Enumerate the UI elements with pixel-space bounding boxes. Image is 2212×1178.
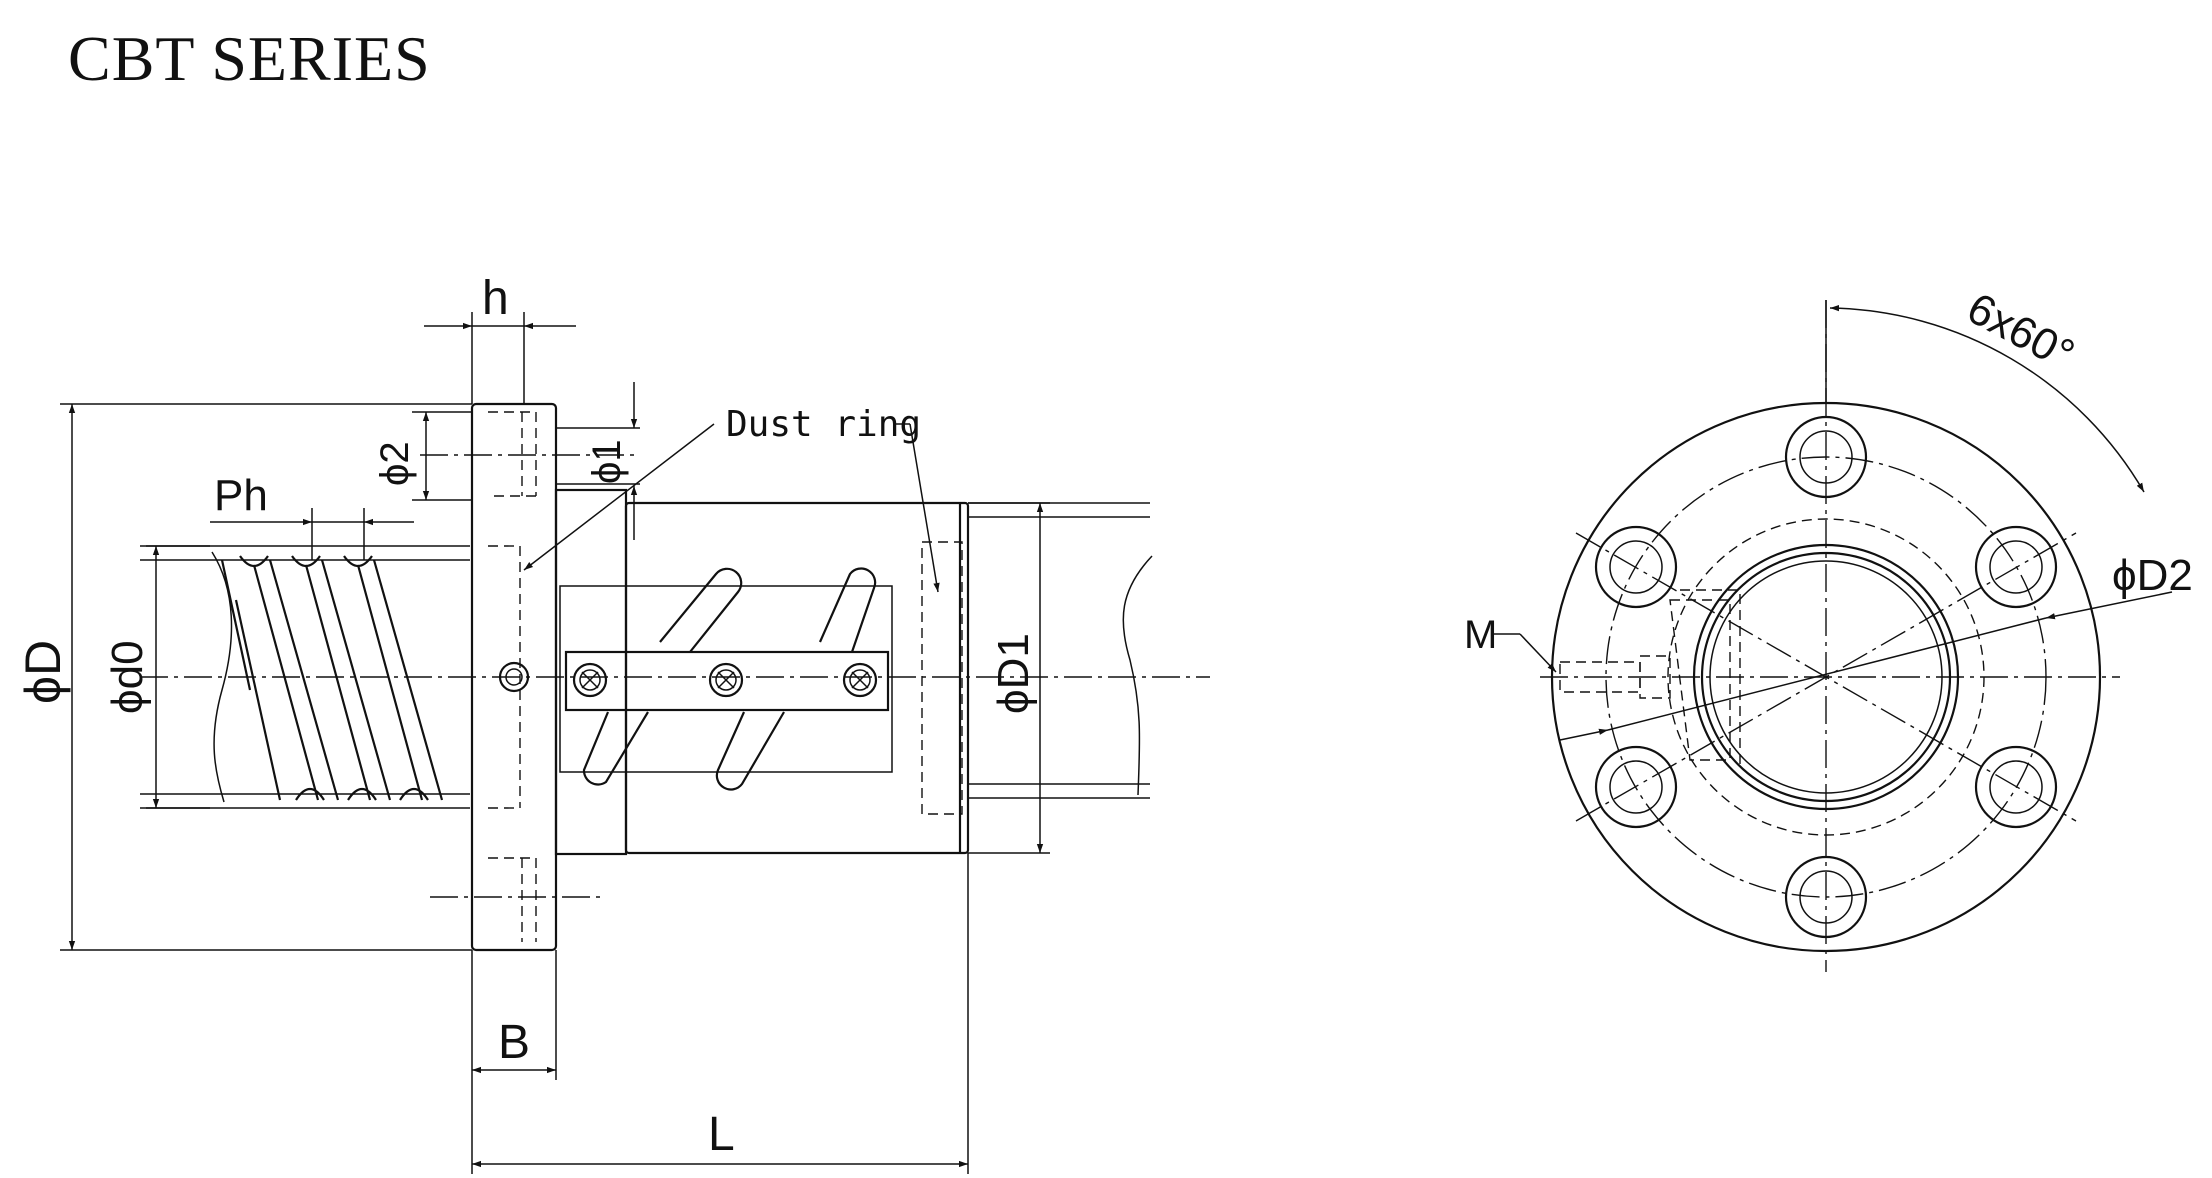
label-phi-D: ϕD bbox=[15, 640, 71, 704]
dim-h bbox=[424, 312, 576, 404]
label-phi2: ϕ2 bbox=[373, 441, 417, 486]
dim-phi1 bbox=[556, 382, 640, 540]
plate-screw-3 bbox=[842, 662, 878, 698]
page-title: CBT SERIES bbox=[68, 23, 431, 94]
label-angle: 6x60° bbox=[1959, 284, 2082, 380]
dim-B bbox=[471, 950, 557, 1080]
bolt-hole-upper-right bbox=[1974, 525, 2058, 609]
bolt-hole-lower-right bbox=[1974, 745, 2058, 829]
dim-ph bbox=[210, 508, 414, 560]
bolt-hole-lower-left bbox=[1594, 745, 1678, 829]
label-ph: Ph bbox=[214, 471, 268, 520]
label-phi1: ϕ1 bbox=[585, 439, 629, 484]
screw-shaft-left bbox=[140, 545, 470, 809]
side-view: h ϕ2 ϕ1 Dust ring bbox=[15, 272, 1210, 1174]
dim-phi-D1 bbox=[968, 502, 1050, 854]
plate-screw-2 bbox=[708, 662, 744, 698]
label-phi-d0: ϕd0 bbox=[103, 640, 152, 714]
plate-screw-1 bbox=[572, 662, 608, 698]
dust-ring-leader bbox=[523, 423, 940, 593]
dim-phi2 bbox=[412, 411, 472, 501]
label-M: M bbox=[1464, 613, 1497, 657]
nut-body bbox=[559, 501, 970, 855]
front-view: 6x60° ϕD2 M bbox=[1464, 284, 2193, 972]
dim-M bbox=[1492, 633, 1557, 673]
dim-L bbox=[471, 853, 969, 1174]
bolt-hole-bottom bbox=[1784, 855, 1868, 939]
label-dust-ring: Dust ring bbox=[726, 404, 921, 445]
label-B: B bbox=[498, 1016, 530, 1069]
dim-phi-D2 bbox=[1559, 591, 2173, 741]
label-h: h bbox=[482, 272, 509, 325]
label-phi-D1: ϕD1 bbox=[989, 633, 1038, 714]
bolt-hole-upper-left bbox=[1594, 525, 1678, 609]
label-phi-D2: ϕD2 bbox=[2112, 551, 2193, 600]
dim-angle bbox=[1825, 300, 2145, 493]
dim-phi-D bbox=[60, 403, 472, 951]
label-L: L bbox=[708, 1108, 735, 1161]
dim-phi-d0 bbox=[146, 545, 210, 809]
